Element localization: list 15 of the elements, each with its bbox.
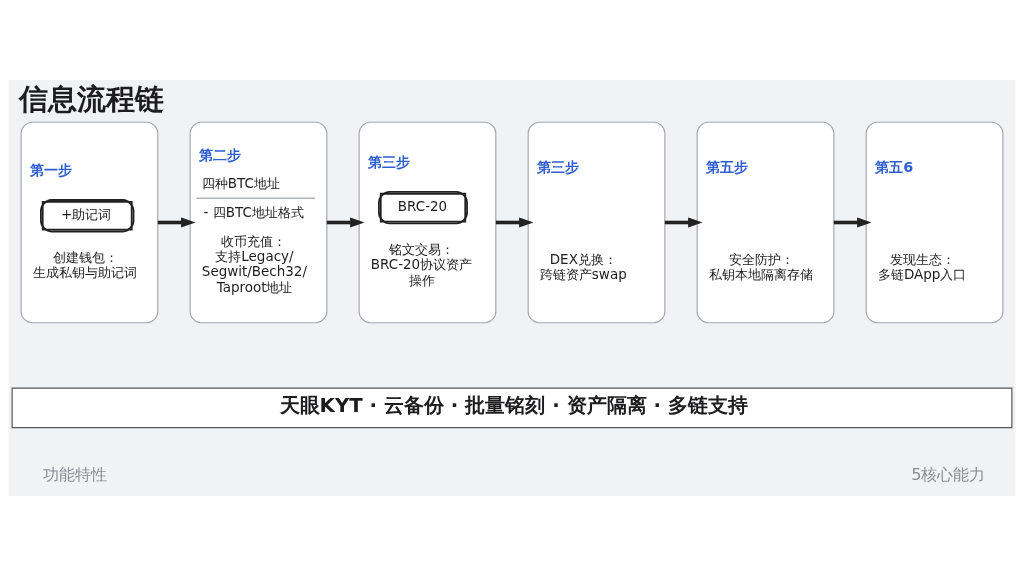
node-box: 第五步 安全防护：私钥本地隔离存储 bbox=[696, 121, 835, 324]
node-box: 第五6 发现生态：多链DApp入口 bbox=[865, 121, 1004, 324]
diagram-title: 信息流程链 bbox=[19, 82, 165, 117]
arrow bbox=[664, 217, 703, 228]
label: 5核心能力 bbox=[911, 465, 986, 485]
label: 功能特性 bbox=[43, 465, 108, 485]
arrow bbox=[495, 217, 534, 228]
arrow bbox=[326, 217, 365, 228]
node-box: 第一步 +助记词 创建钱包：生成私钥与助记词 bbox=[20, 121, 159, 324]
node-box: 第三步 DEX兑换：跨链资产swap bbox=[527, 121, 666, 324]
node-box: 第二步 四种BTC地址 - 四BTC地址格式 收币充值：支持Legacy/Segwit/Bech32/Taproot地址 bbox=[189, 121, 328, 324]
node-box: 天眼KYT · 云备份 · 批量铭刻 · 资产隔离 · 多链支持 bbox=[11, 387, 1013, 429]
arrow bbox=[157, 217, 196, 228]
arrow bbox=[833, 217, 872, 228]
node-box: 第三步 BRC-20 铭文交易：BRC-20协议资产操作 bbox=[358, 121, 497, 324]
